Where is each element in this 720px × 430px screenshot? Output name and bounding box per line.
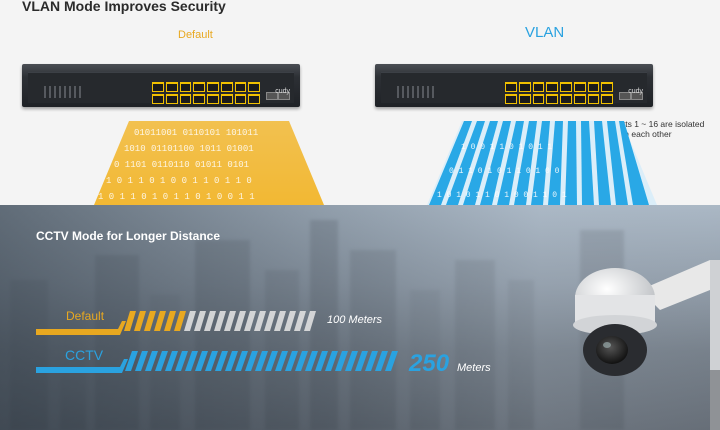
default-data-stream: 01011001 0110101 101011 1010 01101100 10…: [94, 121, 324, 205]
cctv-camera-icon: [573, 260, 720, 430]
switch-ports: [152, 82, 260, 104]
distance-bars: [36, 311, 398, 373]
svg-text:1 0 0 1 1 0 1 0 1 1: 1 0 0 1 1 0 1 0 1 1: [461, 143, 552, 152]
cctv-distance-value: 250: [409, 350, 450, 377]
default-bar-label: Default: [66, 309, 105, 323]
isolation-note: Ports 1 ~ 16 are isolated from each othe…: [612, 119, 705, 139]
svg-text:1 0 1 1 0 1 0 0 1 1 0 1 1 0: 1 0 1 1 0 1 0 0 1 1 0 1 1 0: [106, 176, 252, 186]
cctv-distance-bar: [36, 351, 398, 373]
switch-default: cudy: [22, 64, 300, 107]
cctv-bar-label: CCTV: [65, 347, 104, 363]
vlan-section: VLAN Mode Improves Security Default VLAN…: [0, 0, 720, 205]
svg-text:1 0 1 0 1 1 0 1 0 0 1 1 0 1: 1 0 1 0 1 1 0 1 0 0 1 1 0 1: [437, 191, 567, 200]
vlan-data-stream: 1 0 1 0 1 1 0 1 0 0 1 1 0 1 0 1 1 0 1 0 …: [427, 121, 657, 205]
svg-text:1 0 1 1 0 1 0 1 1 0 1 0 0 1 1: 1 0 1 1 0 1 0 1 1 0 1 0 0 1 1: [98, 192, 255, 202]
brand-logo: cudy: [275, 88, 290, 95]
cctv-distance-unit: Meters: [457, 362, 491, 374]
switch-ports: [505, 82, 613, 104]
svg-text:0 1101 0110110 01011 0101: 0 1101 0110110 01011 0101: [114, 160, 249, 170]
vlan-mode-label: VLAN: [525, 24, 565, 41]
cctv-section-title: CCTV Mode for Longer Distance: [36, 229, 221, 243]
svg-text:1010 01101100 1011 01001: 1010 01101100 1011 01001: [124, 144, 254, 154]
vlan-section-title: VLAN Mode Improves Security: [22, 0, 226, 14]
default-distance-bar: [36, 311, 316, 335]
switch-vlan: cudy: [375, 64, 653, 107]
svg-text:01011001 0110101 101011: 01011001 0110101 101011: [134, 128, 258, 138]
default-mode-label: Default: [178, 29, 213, 41]
default-distance-text: 100 Meters: [327, 314, 383, 326]
brand-logo: cudy: [628, 88, 643, 95]
svg-text:0 1 1 0 1 0 1 1 0 1 0 0: 0 1 1 0 1 0 1 1 0 1 0 0: [449, 167, 560, 176]
cctv-section: CCTV Mode for Longer Distance: [0, 205, 720, 430]
